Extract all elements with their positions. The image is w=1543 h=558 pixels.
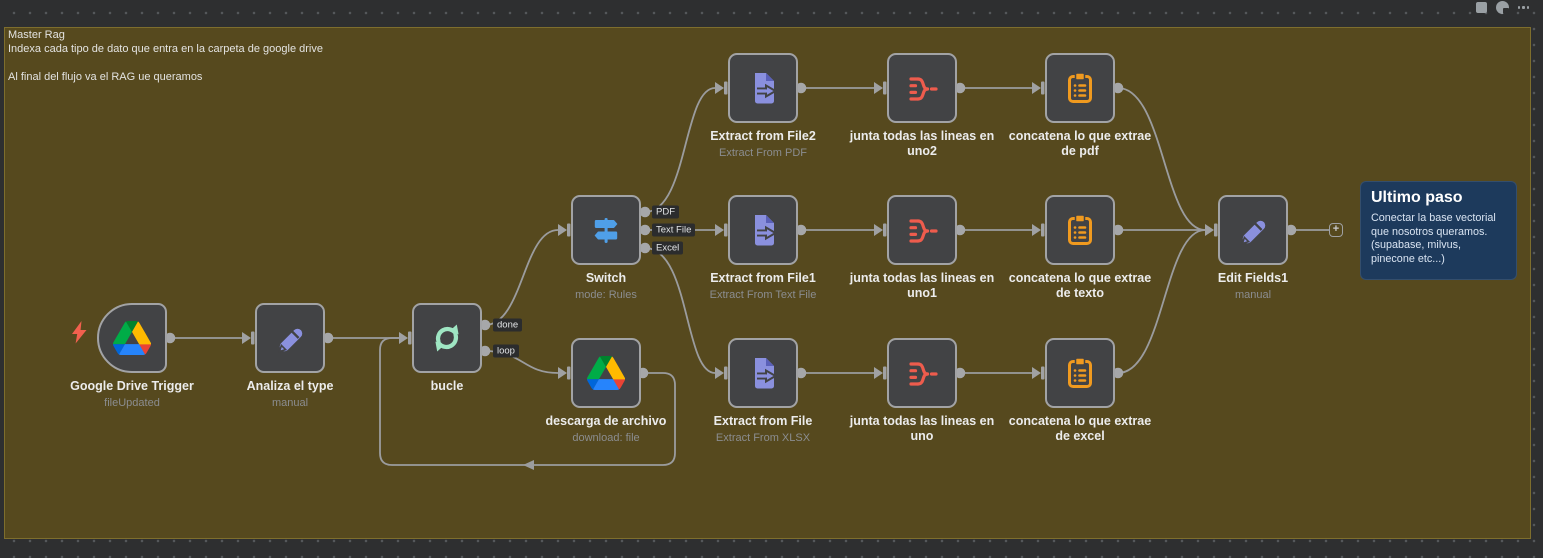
node-label: Switch mode: Rules [575, 271, 637, 301]
node-extract-from-file2[interactable] [728, 53, 798, 123]
node-label: bucle [430, 379, 464, 393]
more-options-icon[interactable] [1517, 6, 1529, 9]
canvas-note-subtitle: Indexa cada tipo de dato que entra en la… [8, 43, 323, 55]
canvas-toolbar [1475, 1, 1529, 14]
wires [170, 87, 1329, 466]
sticky-note-ultimo-paso[interactable]: Ultimo paso Conectar la base vectorial q… [1360, 181, 1517, 280]
node-label: junta todas las lineas en uno [849, 414, 995, 443]
node-label: Extract from File Extract From XLSX [713, 414, 813, 444]
node-switch[interactable] [571, 195, 641, 265]
node-label: concatena lo que extrae de excel [1008, 414, 1152, 443]
clipboard-icon [1068, 357, 1092, 388]
panel-icon[interactable] [1475, 2, 1487, 13]
node-extract-from-file1[interactable] [728, 195, 798, 265]
loop-icon [435, 324, 459, 352]
node-edit-fields1[interactable] [1218, 195, 1288, 265]
node-bucle[interactable] [412, 303, 482, 373]
aggregate-icon [909, 219, 938, 243]
node-label: Google Drive Trigger fileUpdated [70, 379, 194, 409]
trigger-bolt-icon [72, 321, 87, 344]
gear-icon[interactable] [1495, 1, 1509, 14]
node-concatena-texto[interactable] [1045, 195, 1115, 265]
node-extract-from-file[interactable] [728, 338, 798, 408]
canvas-note[interactable]: Master Rag Indexa cada tipo de dato que … [8, 28, 323, 84]
input-ports [242, 81, 1218, 380]
node-concatena-pdf[interactable] [1045, 53, 1115, 123]
node-label: Extract from File1 Extract From Text Fil… [709, 271, 817, 301]
output-ports[interactable] [164, 82, 1297, 379]
node-junta-uno1[interactable] [887, 195, 957, 265]
wire-arrow [523, 460, 534, 470]
node-analiza-el-type[interactable] [255, 303, 325, 373]
node-label: concatena lo que extrae de texto [1008, 271, 1152, 300]
node-label: Extract from File2 Extract From PDF [710, 129, 816, 159]
file-export-icon [755, 73, 778, 104]
file-export-icon [755, 215, 778, 246]
port-label-pdf: PDF [652, 205, 679, 219]
clipboard-icon [1068, 72, 1092, 103]
node-concatena-excel[interactable] [1045, 338, 1115, 408]
sticky-note-body: Conectar la base vectorial que nosotros … [1371, 212, 1496, 265]
node-label: concatena lo que extrae de pdf [1008, 129, 1152, 158]
node-label: Edit Fields1 manual [1217, 271, 1289, 301]
port-label-excel: Excel [652, 241, 684, 255]
google-drive-icon [113, 321, 151, 355]
node-junta-uno[interactable] [887, 338, 957, 408]
pencil-icon [1241, 220, 1266, 245]
node-google-drive-trigger[interactable] [97, 303, 167, 373]
port-label-text-file: Text File [652, 223, 696, 237]
node-label: junta todas las lineas en uno1 [849, 271, 995, 300]
switch-icon [594, 218, 618, 243]
port-label-loop: loop [493, 344, 519, 358]
pencil-icon [278, 328, 303, 353]
file-export-icon [755, 358, 778, 389]
node-descarga-de-archivo[interactable] [571, 338, 641, 408]
node-junta-uno2[interactable] [887, 53, 957, 123]
aggregate-icon [909, 77, 938, 101]
node-label: Analiza el type manual [246, 379, 334, 409]
sticky-note-title: Ultimo paso [1371, 189, 1463, 206]
clipboard-icon [1068, 214, 1092, 245]
node-label: descarga de archivo download: file [545, 414, 667, 444]
aggregate-icon [909, 362, 938, 386]
port-label-done: done [493, 318, 523, 332]
add-node-button[interactable]: + [1329, 223, 1343, 237]
google-drive-icon [587, 356, 625, 390]
canvas-note-title: Master Rag [8, 29, 65, 41]
node-label: junta todas las lineas en uno2 [849, 129, 995, 158]
canvas-note-footer: Al final del flujo va el RAG ue queramos [8, 71, 203, 83]
